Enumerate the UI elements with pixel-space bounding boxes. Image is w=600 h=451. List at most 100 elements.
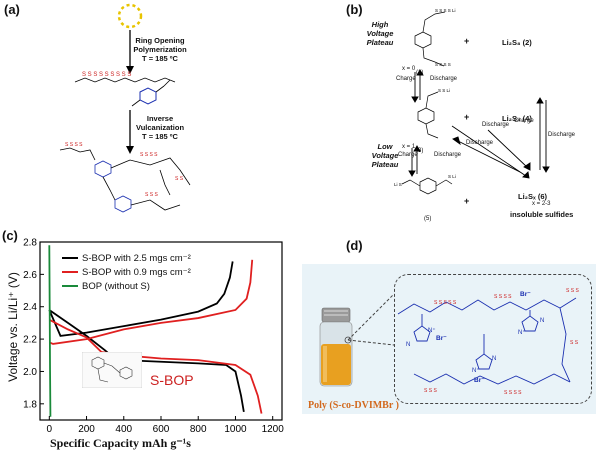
li2s8-label: Li₂S₈ (2) (502, 38, 532, 47)
legend-item-3: BOP (without S) (62, 279, 262, 293)
sbop-annotation: S-BOP (150, 372, 194, 388)
svg-text:S S Li: S S Li (438, 88, 450, 93)
legend-item-2: S-BOP with 0.9 mgs cm⁻² (62, 265, 262, 279)
svg-text:N: N (492, 356, 496, 362)
label-charge-3: Charge (514, 118, 534, 124)
polysulfide-chain: S S S S S S S S S (74, 72, 176, 83)
y-tick-label: 1.8 (23, 399, 37, 410)
y-tick-label: 2.2 (23, 335, 37, 346)
step2-text: Inverse Vulcanization T = 185 ºC (135, 114, 185, 141)
ylabel-holder: Voltage vs. Li/Li⁺ (V) (0, 272, 20, 382)
plus-3: + (464, 196, 470, 206)
low-voltage-plateau: Low Voltage Plateau (371, 142, 399, 169)
li2sx-label: Li₂Sₓ (6) (518, 192, 547, 201)
chart-xlabel: Specific Capacity mAh g⁻¹s (50, 436, 191, 450)
svg-text:S S S S: S S S S (65, 142, 83, 148)
series-line-2-2 (48, 259, 254, 345)
x0-label: x = 0 (402, 66, 416, 72)
br-label-2: Br⁻ (520, 291, 531, 298)
chart-legend: S-BOP with 2.5 mgs cm⁻² S-BOP with 0.9 m… (62, 251, 262, 293)
plus-1: + (464, 36, 470, 46)
species-3-label: (3) (416, 148, 424, 154)
plus-2: + (464, 112, 470, 122)
x1-label: x = 1 (402, 144, 416, 150)
br-label-1: Br⁻ (436, 335, 447, 342)
svg-text:S S S: S S S (566, 288, 579, 294)
zoom-box (394, 274, 592, 404)
crosslinked-polymer: S S S S S S S S S S S S S (59, 142, 191, 213)
label-discharge-1: Discharge (430, 76, 458, 82)
y-tick-label: 2.4 (23, 302, 37, 313)
s8-ring (117, 3, 143, 29)
legend-label-2: S-BOP with 0.9 mgs cm⁻² (82, 266, 191, 278)
series-line-1-2 (48, 261, 234, 337)
svg-text:S S S S: S S S S (504, 390, 522, 396)
legend-label-3: BOP (without S) (82, 280, 150, 292)
label-charge-2: Charge (398, 152, 418, 158)
panel-a-scheme: S S S S S S S S S S S S S S S S S S S S … (59, 3, 191, 213)
x-tick-label: 200 (78, 424, 95, 435)
label-discharge-5: Discharge (466, 140, 494, 146)
x-tick-label: 1000 (224, 424, 247, 435)
high-voltage-plateau: High Voltage Plateau (366, 20, 394, 47)
species-5-label: (5) (424, 216, 432, 222)
x-tick-label: 0 (47, 424, 53, 435)
series-line-2-1 (48, 318, 263, 414)
species-1: S S S S Li S S S S (414, 8, 456, 67)
step1-text: Ring Opening Polymerization T = 185 ºC (133, 36, 187, 63)
svg-text:S S S S: S S S S (140, 152, 158, 158)
svg-text:S S S S Li: S S S S Li (435, 8, 456, 13)
species-1-label: (1) (416, 70, 424, 76)
svg-text:N⁺: N⁺ (428, 327, 436, 334)
svg-text:N: N (406, 342, 410, 348)
svg-text:S Li: S Li (448, 174, 456, 179)
legend-swatch-red (62, 271, 78, 273)
chart-series (48, 245, 263, 417)
label-discharge-3: Discharge (548, 132, 576, 138)
label-charge-1: Charge (396, 76, 416, 82)
svg-text:N⁺: N⁺ (518, 329, 526, 336)
svg-text:S S: S S (175, 176, 184, 182)
zoom-connector (344, 293, 395, 346)
svg-text:S S S: S S S (424, 388, 437, 394)
x-tick-label: 400 (115, 424, 132, 435)
panel-b-scheme: S S S S Li S S S S S S Li Li S S Li (394, 8, 550, 195)
insoluble-label: insoluble sulfides (510, 210, 574, 219)
panel-b-label: (b) (346, 2, 363, 17)
svg-text:S S S S S: S S S S S (434, 300, 457, 306)
panel-d-label: (d) (346, 238, 363, 253)
legend-swatch-green (62, 285, 78, 287)
svg-text:S S S S: S S S S (494, 294, 512, 300)
arrows-left (408, 69, 424, 177)
label-discharge-4: Discharge (482, 122, 510, 128)
svg-text:S S: S S (570, 340, 579, 346)
x-tick-label: 600 (153, 424, 170, 435)
legend-swatch-black (62, 257, 78, 259)
inset-structure (82, 352, 142, 388)
chart-ylabel: Voltage vs. Li/Li⁺ (V) (6, 272, 20, 382)
polymer-caption: Poly (S-co-DVIMBr ) (308, 400, 399, 411)
x-tick-label: 1200 (262, 424, 285, 435)
svg-text:N: N (540, 318, 544, 324)
monomer-structure (131, 79, 171, 107)
series-line-3-1 (48, 245, 52, 417)
panel-a-label: (a) (4, 2, 20, 17)
poly-structure: S S S S S S S S S S S S S S S S S S S S … (397, 288, 579, 396)
svg-text:N⁺: N⁺ (472, 367, 480, 374)
y-tick-label: 2.0 (23, 367, 37, 378)
svg-text:S S S S S S S S S: S S S S S S S S S (82, 72, 131, 78)
legend-item-1: S-BOP with 2.5 mgs cm⁻² (62, 251, 262, 265)
li2s4-label: Li₂S₄ (4) (502, 114, 532, 123)
species-3: S S Li (417, 88, 450, 139)
svg-text:Li S: Li S (394, 182, 402, 187)
svg-text:S S S: S S S (145, 192, 158, 198)
svg-text:S S S S: S S S S (435, 62, 451, 67)
arrows-right (451, 97, 550, 179)
x-range-label: x = 2-3 (532, 201, 551, 207)
legend-label-1: S-BOP with 2.5 mgs cm⁻² (82, 252, 191, 264)
panel-c-label: (c) (2, 228, 18, 243)
label-discharge-2: Discharge (434, 152, 462, 158)
x-tick-label: 800 (190, 424, 207, 435)
